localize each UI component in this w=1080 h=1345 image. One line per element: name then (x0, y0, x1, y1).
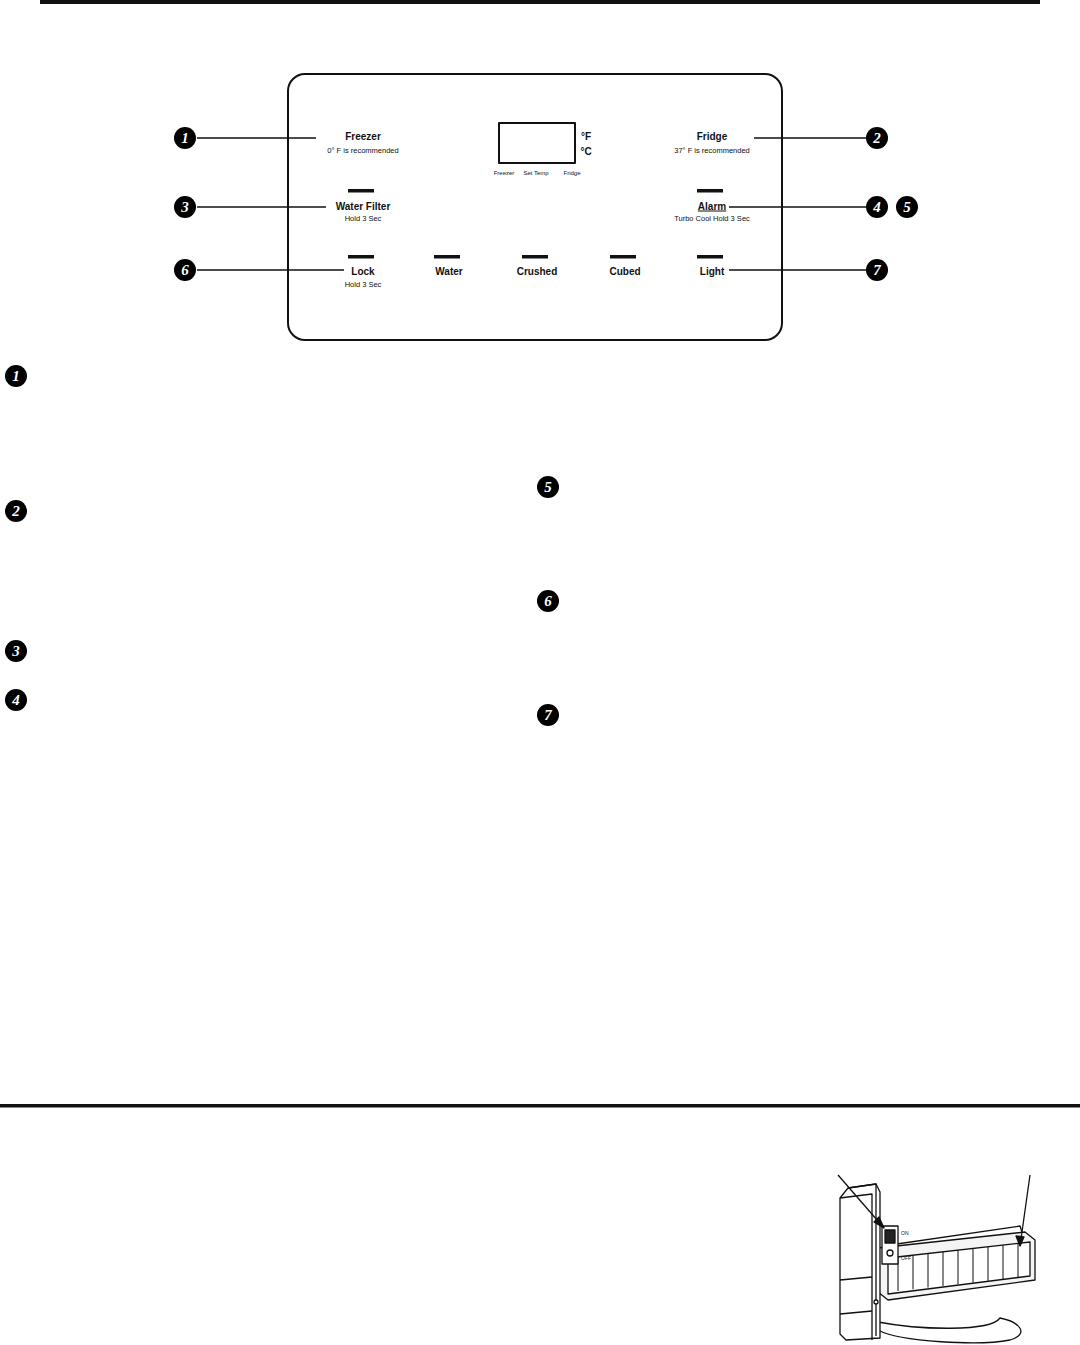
callout-number: 6 (537, 590, 559, 612)
rules (0, 0, 1080, 1108)
art-stroke (348, 189, 374, 193)
callout-number: 7 (537, 704, 559, 726)
art-stroke (882, 1226, 898, 1264)
art-stroke (890, 1226, 1022, 1245)
button-label: Water Filter (336, 201, 391, 212)
art-stroke (840, 1277, 872, 1314)
callout-number: 5 (896, 196, 918, 218)
button-label: Hold 3 Sec (345, 215, 382, 223)
display-label: °C (580, 146, 591, 157)
button-label: Hold 3 Sec (345, 281, 382, 289)
display-label: °F (581, 131, 591, 142)
art-stroke (973, 1249, 974, 1283)
button-label: Alarm (698, 201, 726, 212)
art-stroke (878, 1232, 1035, 1300)
button-label: Turbo Cool Hold 3 Sec (674, 215, 750, 223)
callout-number: 2 (866, 127, 888, 149)
callout-number: 4 (5, 689, 27, 711)
button-label: Freezer (345, 131, 381, 142)
art-stroke (197, 269, 344, 270)
display-label: Fridge (563, 170, 580, 177)
art-stroke (522, 255, 548, 259)
art-stroke (928, 1254, 929, 1288)
display-label: Set Temp (523, 170, 548, 177)
art-stroke (729, 206, 866, 207)
leader-lines (197, 138, 866, 270)
art-stroke (197, 137, 316, 138)
callout-number: 4 (866, 196, 888, 218)
art-stroke (943, 1252, 944, 1286)
art-stroke (1018, 1243, 1019, 1277)
art-stroke (754, 137, 866, 138)
callout-number: 3 (5, 640, 27, 662)
callout-number: 7 (866, 259, 888, 281)
art-stroke (840, 1194, 872, 1340)
art-stroke (1003, 1245, 1004, 1279)
callout-number: 3 (174, 196, 196, 218)
button-label: Water (435, 266, 462, 277)
art-stroke (840, 1184, 880, 1340)
art-stroke (434, 255, 460, 259)
art-stroke (697, 189, 723, 193)
art-stroke (988, 1247, 989, 1281)
button-label: Lock (351, 266, 374, 277)
art-stroke (1020, 1175, 1030, 1246)
art-stroke (729, 269, 866, 270)
art-stroke (958, 1250, 959, 1284)
callout-number: 5 (537, 476, 559, 498)
art-stroke (887, 1250, 893, 1256)
art-stroke (40, 0, 1040, 4)
callout-number: 2 (5, 500, 27, 522)
button-label: 0° F is recommended (327, 147, 398, 155)
button-label: Cubed (609, 266, 640, 277)
temperature-display: °F°CFreezerSet TempFridge (498, 122, 576, 164)
callout-number: 1 (174, 127, 196, 149)
button-bars (348, 189, 723, 259)
switch-label: OFF (901, 1256, 911, 1261)
art-stroke (697, 255, 723, 259)
callout-number: 6 (174, 259, 196, 281)
ice-maker-illustration (838, 1175, 1035, 1343)
art-stroke (610, 255, 636, 259)
art-stroke (838, 1175, 884, 1228)
switch-label: ON (901, 1231, 909, 1236)
button-label: Light (700, 266, 724, 277)
button-label: Fridge (697, 131, 728, 142)
art-stroke (0, 1104, 1080, 1108)
art-stroke (885, 1230, 895, 1243)
button-label: Crushed (517, 266, 558, 277)
button-label: 37° F is recommended (674, 147, 750, 155)
art-stroke (913, 1255, 914, 1289)
art-stroke (874, 1300, 878, 1304)
art-stroke (888, 1242, 1030, 1294)
art-stroke (898, 1243, 1018, 1291)
callout-number: 1 (5, 365, 27, 387)
art-stroke (1016, 1236, 1024, 1246)
art-stroke (348, 255, 374, 259)
art-stroke (878, 1318, 1021, 1343)
control-panel: Freezer0° F is recommendedFridge37° F is… (287, 73, 783, 341)
art-stroke (874, 1217, 884, 1228)
display-label: Freezer (494, 170, 515, 177)
art-stroke (197, 206, 326, 207)
